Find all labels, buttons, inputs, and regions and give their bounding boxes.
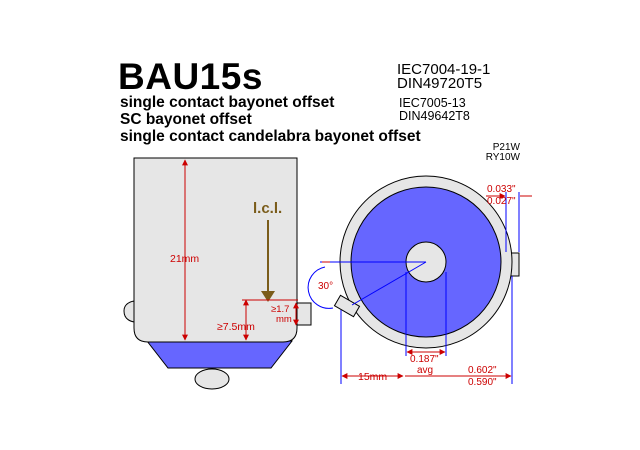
subtitle-1: single contact bayonet offset	[120, 94, 335, 111]
bulb-type-2: RY10W	[485, 152, 520, 163]
min-width-label: ≥7.5mm	[217, 321, 255, 333]
standard-din: DIN49720T5	[397, 75, 483, 92]
angle-line	[351, 261, 427, 306]
height-label: 21mm	[170, 253, 199, 265]
diameter-label-a: 0.602"	[468, 365, 497, 376]
contact-label-a: 0.187"	[410, 354, 439, 365]
pin-label-a: ≥1.7	[271, 304, 289, 315]
side-contact-skirt	[145, 340, 294, 369]
pin-offset-label-a: 0.033"	[487, 184, 516, 195]
side-left-pin	[123, 300, 135, 323]
pin-offset-label-b: 0.027"	[487, 196, 516, 207]
contact-label-b: avg	[417, 365, 433, 376]
lcl-label: l.c.l.	[253, 200, 282, 217]
pin-label-b: mm	[276, 314, 292, 325]
bulb-type-1: P21W	[492, 142, 520, 153]
lcl-arrowhead	[261, 291, 275, 302]
standard-iec-secondary: IEC7005-13	[399, 96, 466, 110]
angle-arc	[307, 266, 334, 309]
standard-iec: IEC7004-19-1	[397, 61, 491, 78]
standard-din-secondary: DIN49642T8	[399, 109, 470, 123]
side-view: 21mm l.c.l. ≥7.5mm ≥1.7 mm	[123, 157, 312, 390]
end-left-pin	[333, 294, 361, 318]
side-base-body	[133, 157, 298, 343]
end-view: 30° 0.033" 0.027" 0.187" avg 15mm 0.602"…	[307, 175, 532, 388]
subtitle-3: single contact candelabra bayonet offset	[120, 128, 421, 145]
diameter-label-b: 0.590"	[468, 377, 497, 388]
side-contact-dot	[194, 368, 230, 390]
side-right-pin	[296, 302, 312, 326]
base-width-label: 15mm	[358, 371, 387, 383]
page-title: BAU15s	[118, 56, 263, 97]
angle-label: 30°	[318, 281, 333, 292]
subtitle-2: SC bayonet offset	[120, 111, 252, 128]
